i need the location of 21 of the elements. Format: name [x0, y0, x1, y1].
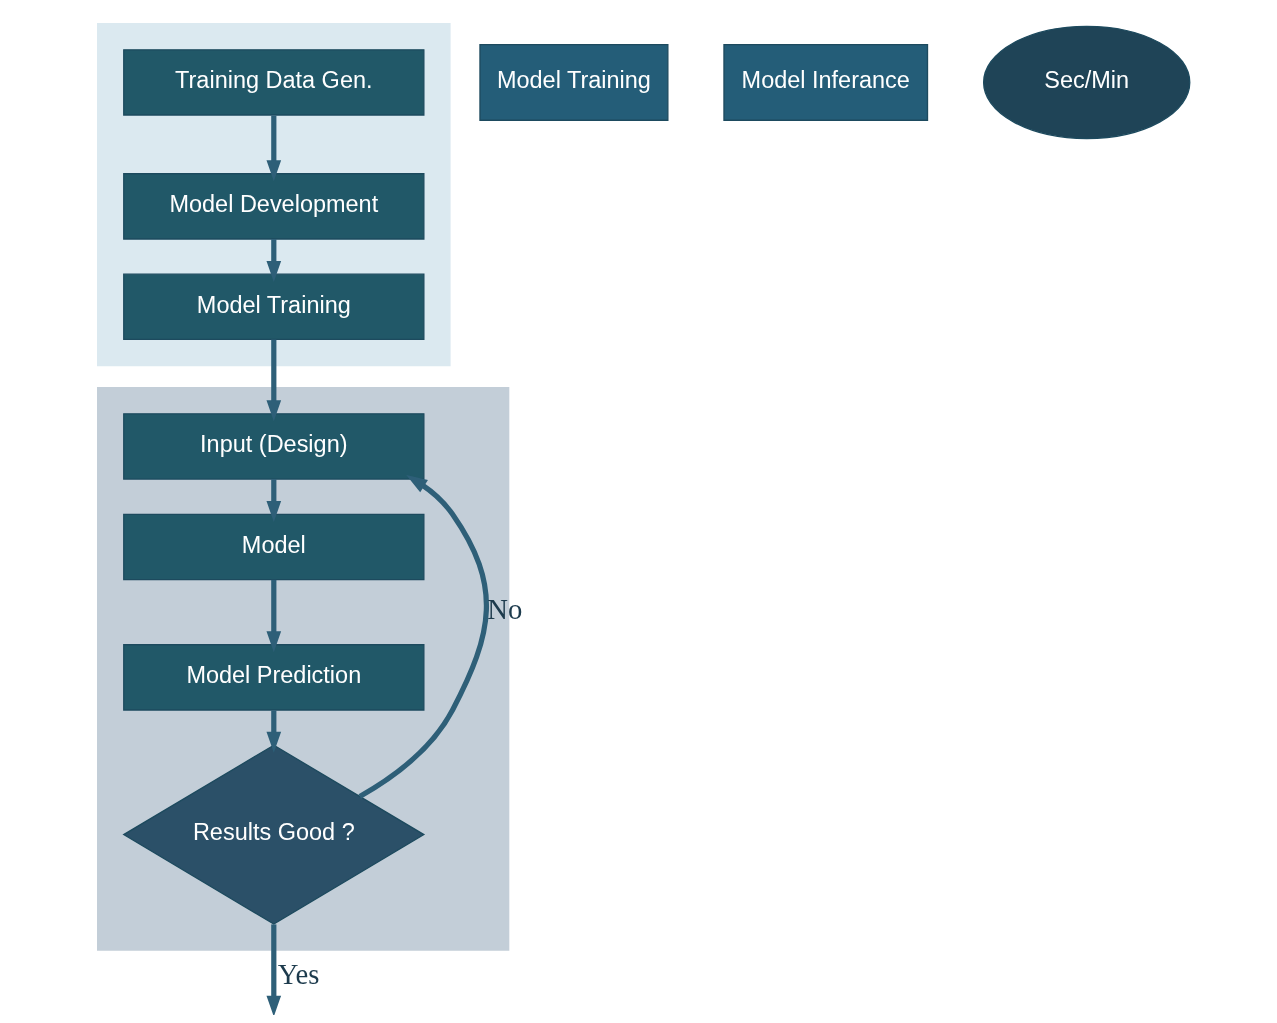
arrow: [358, 475, 489, 799]
arrow: [266, 479, 282, 523]
node-box: Input (Design): [123, 413, 425, 480]
node-box: Model Training: [123, 273, 425, 341]
node-box: Training Data Gen.: [123, 49, 425, 116]
arrow: [266, 710, 282, 753]
cluster: [97, 23, 451, 367]
node-box: Model Prediction: [123, 644, 425, 711]
node-diamond: Results Good ?: [122, 744, 426, 925]
node-box: Model: [123, 513, 425, 581]
arrow: [266, 239, 282, 282]
edge-label: Yes: [277, 957, 320, 990]
node-ellipse: Sec/Min: [982, 25, 1191, 140]
arrow: [266, 339, 282, 422]
node-box: Model Inferance: [723, 43, 929, 121]
node-box: Model Development: [123, 173, 425, 240]
arrow: [266, 115, 282, 182]
edge-label: No: [487, 593, 523, 626]
node-box: Model Training: [479, 43, 669, 121]
arrow: [266, 579, 282, 653]
arrow: [266, 924, 282, 1015]
